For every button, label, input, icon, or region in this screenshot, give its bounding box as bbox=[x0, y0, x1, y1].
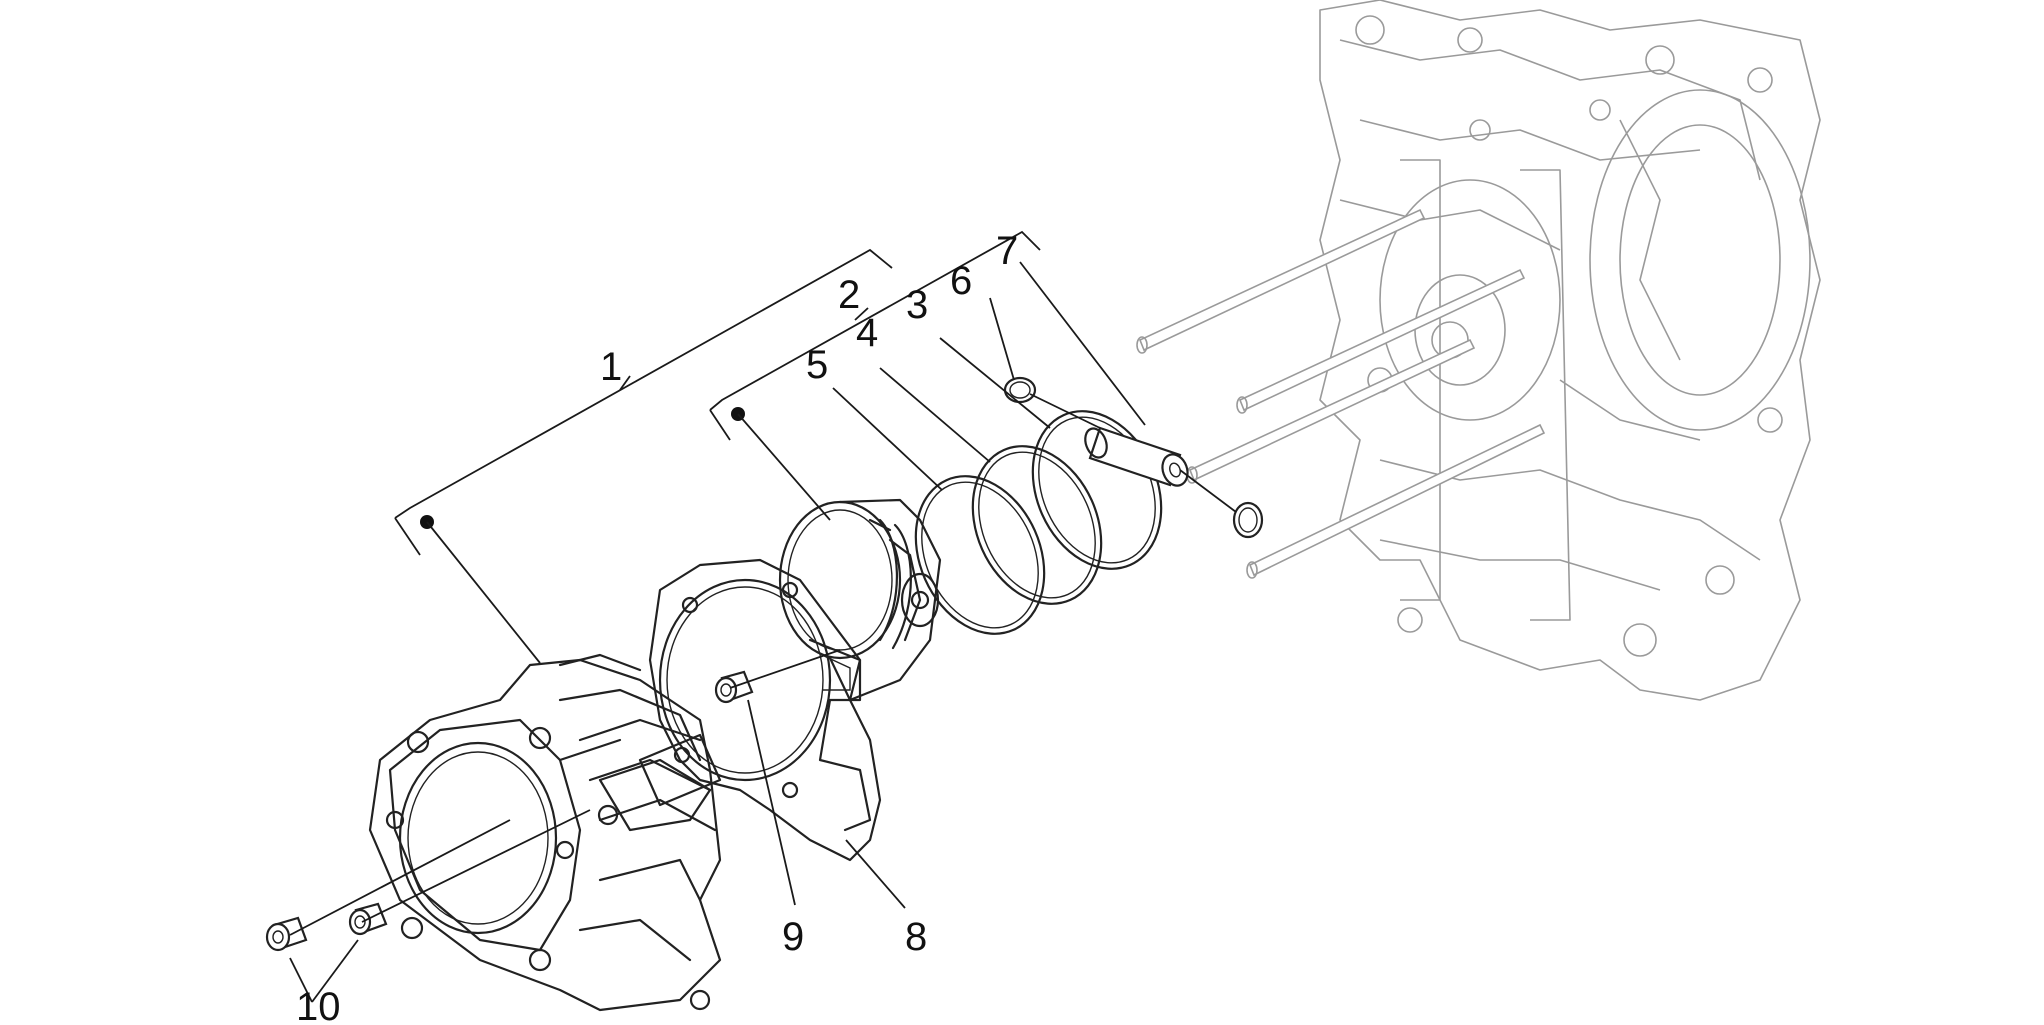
callout-2: 2 bbox=[838, 273, 860, 317]
leader-8 bbox=[845, 839, 906, 909]
ring-5 bbox=[914, 475, 1046, 635]
circlip-lower bbox=[1232, 501, 1264, 539]
crankcase-background bbox=[1319, 0, 1821, 701]
leader-3 bbox=[939, 337, 1051, 429]
dowel-10a bbox=[265, 916, 308, 952]
callout-1: 1 bbox=[600, 345, 622, 389]
callout-5: 5 bbox=[806, 343, 828, 387]
callout-6: 6 bbox=[950, 259, 972, 303]
leader-lines bbox=[289, 230, 1237, 1003]
leader-10b bbox=[311, 939, 359, 1003]
callout-7: 7 bbox=[996, 229, 1018, 273]
ring-4 bbox=[971, 445, 1103, 605]
ring-3 bbox=[1031, 410, 1163, 570]
callout-4: 4 bbox=[856, 311, 878, 355]
piston-rings bbox=[914, 410, 1163, 635]
circlip-upper bbox=[1003, 376, 1037, 404]
bracket-2 bbox=[709, 230, 1041, 411]
cylinder-studs bbox=[1136, 208, 1546, 579]
leader-9 bbox=[747, 699, 796, 906]
leader-4 bbox=[879, 367, 991, 463]
circlips bbox=[1003, 376, 1264, 539]
callout-3: 3 bbox=[906, 283, 928, 327]
callout-8: 8 bbox=[905, 915, 927, 959]
leader-10a bbox=[289, 957, 313, 1003]
callout-labels: 1 2 5 4 3 6 7 9 8 10 bbox=[296, 229, 1018, 1025]
piston-pin bbox=[1084, 426, 1189, 487]
leader-7 bbox=[1019, 261, 1146, 426]
leader-5 bbox=[832, 387, 943, 491]
callout-9: 9 bbox=[782, 915, 804, 959]
leader-6 bbox=[989, 297, 1015, 381]
callout-10: 10 bbox=[296, 985, 341, 1025]
cylinder bbox=[368, 653, 722, 1012]
bracket-1 bbox=[394, 248, 893, 519]
